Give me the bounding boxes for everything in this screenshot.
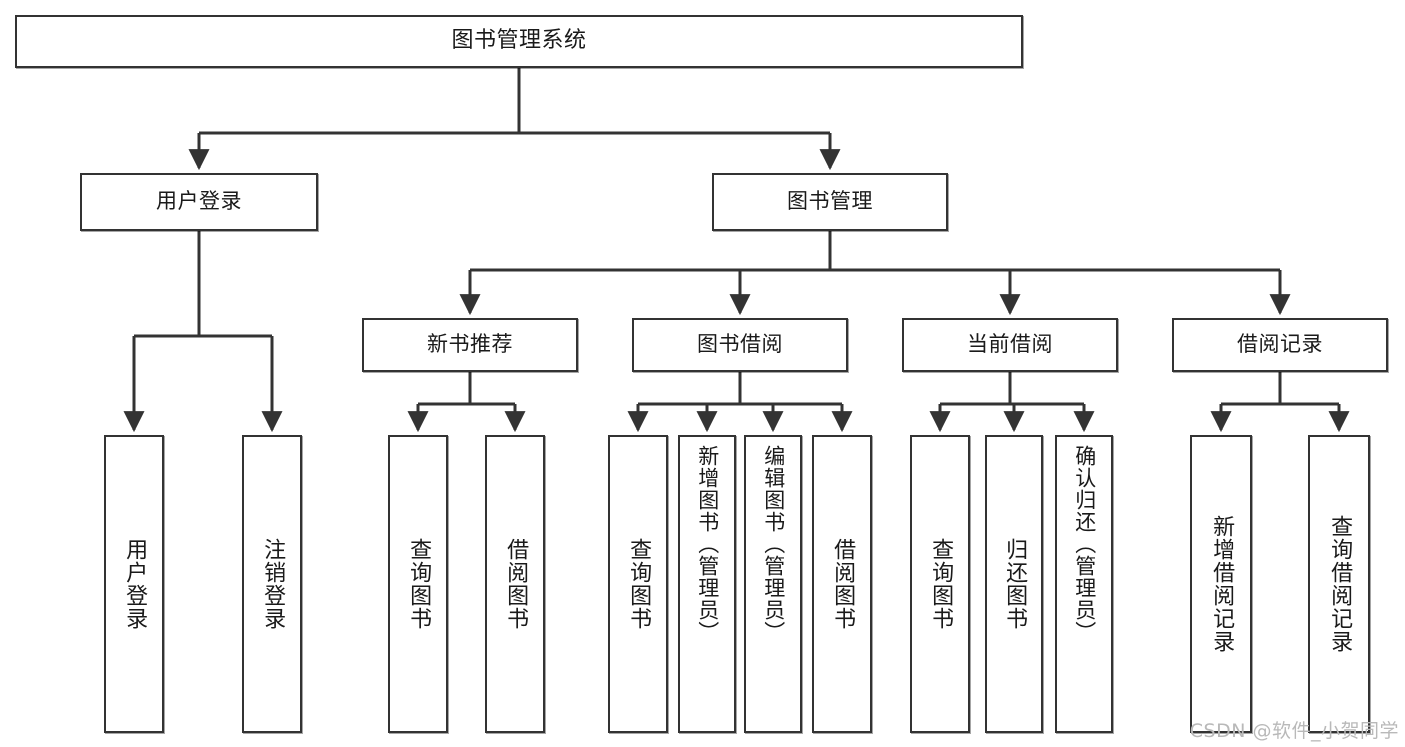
node-label: 确认归还（管理员） — [1072, 445, 1097, 643]
watermark-text: CSDN @软件_小贺同学 — [1189, 720, 1399, 742]
node-leaf-query-book-recommend[interactable]: 查询图书 — [388, 435, 448, 733]
node-label: 查询图书 — [928, 538, 954, 630]
node-user-login[interactable]: 用户登录 — [80, 173, 318, 231]
node-label: 用户登录 — [122, 538, 148, 630]
node-label: 借阅图书 — [830, 538, 856, 630]
node-leaf-query-book-current[interactable]: 查询图书 — [910, 435, 970, 733]
node-label: 新增借阅记录 — [1209, 515, 1235, 653]
node-label: 图书管理系统 — [451, 28, 587, 54]
node-label: 借阅图书 — [503, 538, 529, 630]
node-leaf-return-book[interactable]: 归还图书 — [985, 435, 1043, 733]
node-label: 查询图书 — [406, 538, 432, 630]
node-label: 新书推荐 — [427, 332, 513, 357]
node-leaf-add-borrow-record[interactable]: 新增借阅记录 — [1190, 435, 1252, 733]
node-new-book-recommend[interactable]: 新书推荐 — [362, 318, 578, 372]
node-label: 归还图书 — [1002, 538, 1028, 630]
node-leaf-confirm-return-admin[interactable]: 确认归还（管理员） — [1055, 435, 1113, 733]
node-label: 注销登录 — [260, 538, 286, 630]
node-book-borrow[interactable]: 图书借阅 — [632, 318, 848, 372]
node-label: 借阅记录 — [1237, 332, 1323, 357]
node-label: 编辑图书（管理员） — [761, 445, 786, 643]
node-label: 用户登录 — [156, 189, 242, 214]
node-root-system[interactable]: 图书管理系统 — [15, 15, 1023, 68]
node-borrow-record[interactable]: 借阅记录 — [1172, 318, 1388, 372]
node-label: 查询图书 — [626, 538, 652, 630]
node-leaf-borrow-book[interactable]: 借阅图书 — [812, 435, 872, 733]
node-leaf-add-book-admin[interactable]: 新增图书（管理员） — [678, 435, 736, 733]
node-leaf-user-login[interactable]: 用户登录 — [104, 435, 164, 733]
node-leaf-edit-book-admin[interactable]: 编辑图书（管理员） — [744, 435, 802, 733]
node-leaf-logout[interactable]: 注销登录 — [242, 435, 302, 733]
node-label: 图书借阅 — [697, 332, 783, 357]
node-book-management[interactable]: 图书管理 — [712, 173, 948, 231]
node-label: 当前借阅 — [967, 332, 1053, 357]
node-leaf-borrow-book-recommend[interactable]: 借阅图书 — [485, 435, 545, 733]
node-current-borrow[interactable]: 当前借阅 — [902, 318, 1118, 372]
node-leaf-query-book-borrow[interactable]: 查询图书 — [608, 435, 668, 733]
node-label: 查询借阅记录 — [1327, 515, 1353, 653]
node-label: 图书管理 — [787, 189, 873, 214]
node-leaf-query-borrow-record[interactable]: 查询借阅记录 — [1308, 435, 1370, 733]
node-label: 新增图书（管理员） — [695, 445, 720, 643]
